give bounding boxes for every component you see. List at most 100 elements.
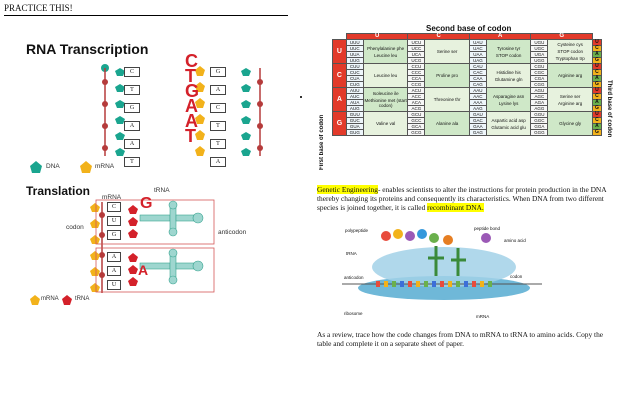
amino-acid-label: Glutamic acid glu xyxy=(491,124,526,130)
amino-acid-label: Lysine lys xyxy=(498,100,519,106)
amino-acid-label: Serine ser xyxy=(559,93,581,99)
right-dna-strand xyxy=(241,68,263,156)
first-base-cell: A xyxy=(332,87,347,112)
mrna-nucleotides xyxy=(195,66,205,156)
label-trna: tRNA xyxy=(346,251,357,256)
bottom-codon: A A U xyxy=(107,252,121,290)
amino-acid-label: Phenylalanine phe xyxy=(367,45,405,51)
codon-base: G xyxy=(107,230,121,240)
amino-acid-label: Histidine his xyxy=(496,69,521,75)
amino-acid-label: Asparagine asn xyxy=(493,93,525,99)
amino-acid-label: Glycine gly xyxy=(559,121,582,126)
amino-acid-label: Alanine ala xyxy=(436,121,459,126)
dna-base: T xyxy=(210,139,226,149)
legend-trna-label: tRNA xyxy=(75,296,90,302)
third-base-cell: G xyxy=(591,129,603,136)
label-ribosome: ribosome xyxy=(344,311,363,316)
top-trna-shape xyxy=(139,200,204,237)
dna-legend-icon xyxy=(30,161,42,173)
mrna-legend-icon xyxy=(30,295,40,305)
header-rule xyxy=(4,15,288,16)
amino-acid-cell: Serine ser xyxy=(424,39,470,64)
mrna-letter: A xyxy=(185,96,198,116)
codon-base: U xyxy=(107,280,121,290)
free-amino-acid xyxy=(481,233,491,243)
stray-dot xyxy=(300,96,302,98)
amino-acid-label: STOP codon xyxy=(495,52,522,58)
amino-acid-label: Leucine leu xyxy=(374,52,398,58)
amino-acid-cell: Arginine arg xyxy=(547,63,593,88)
codon-base: C xyxy=(107,202,121,212)
third-base-axis-label: Third base of codon xyxy=(606,80,612,138)
amino-acid-label: Tyrosine tyr xyxy=(497,45,521,51)
mrna-letters: C T G A A T xyxy=(185,51,199,145)
codon-cell: GUG xyxy=(345,129,364,136)
trna-letter-g: G xyxy=(140,195,153,212)
first-base-cell: U xyxy=(332,39,347,64)
mrna-letter: A xyxy=(185,111,198,131)
codon-label: codon xyxy=(66,224,84,231)
trna-letter-a: A xyxy=(138,262,149,278)
dna-base: A xyxy=(210,157,226,167)
mrna-letter: C xyxy=(185,51,198,71)
dna-base: A xyxy=(210,85,226,95)
transcription-title: RNA Transcription xyxy=(26,41,149,57)
mrna-letter: T xyxy=(185,66,196,86)
amino-acid-label: Proline pro xyxy=(436,73,459,78)
codon-base: U xyxy=(107,216,121,226)
amino-acid-label: Glutamine gln xyxy=(494,76,523,82)
codon-cell: GAG xyxy=(468,129,487,136)
bottom-trna-box xyxy=(95,247,215,293)
translation-legend-icons xyxy=(30,295,72,305)
label-amino-acid: amino acid xyxy=(504,238,526,243)
amino-acid-label: Threonine thr xyxy=(433,97,461,102)
legend-mrna-label-2: mRNA xyxy=(41,296,59,302)
translation-trna-label: tRNA xyxy=(154,187,170,194)
amino-acid-label: Cysteine cys xyxy=(557,42,583,47)
amino-acid-cell: Leucine leu xyxy=(362,63,409,88)
left-dna-strand xyxy=(101,64,125,156)
trna-legend-icon xyxy=(62,295,72,305)
first-base-cell: G xyxy=(332,111,347,136)
left-dna-bases: C T G A A T xyxy=(124,67,140,167)
amino-acid-label: STOP codon xyxy=(557,49,583,54)
dna-base: A xyxy=(124,121,140,131)
amino-acid-label: Arginine arg xyxy=(558,73,583,78)
amino-acid-label: Aspartic acid asp xyxy=(491,117,526,123)
amino-acid-label: Isoleucine ile xyxy=(372,91,399,96)
top-trna-box xyxy=(95,199,215,245)
recombinant-dna-term: recombinant DNA. xyxy=(427,203,484,212)
amino-acid-cell: Alanine ala xyxy=(424,111,470,136)
codon-cell: GGG xyxy=(530,129,549,136)
amino-acid-label: Serine ser xyxy=(436,49,458,54)
label-anticodon: anticodon xyxy=(344,275,364,280)
genetic-engineering-term: Genetic Engineering xyxy=(317,185,378,194)
bottom-trna-shape xyxy=(139,248,204,285)
codon-base: A xyxy=(107,252,121,262)
codon-cell: GCG xyxy=(407,129,426,136)
review-paragraph: As a review, trace how the code changes … xyxy=(317,330,604,348)
trna-molecules xyxy=(428,246,466,276)
amino-acid-cell: Threonine thr xyxy=(424,87,470,112)
dna-base: C xyxy=(210,103,226,113)
ribosome-diagram xyxy=(342,229,542,300)
amino-acid-cell: Glycine gly xyxy=(547,111,593,136)
anticodon-label: anticodon xyxy=(218,229,247,236)
label-peptide-bond: peptide bond xyxy=(474,226,501,231)
translation-diagram xyxy=(90,199,215,293)
paragraph1-body: - enables scientists to alter the instru… xyxy=(317,185,607,212)
polypeptide-chain xyxy=(381,229,491,245)
mrna-legend-icon xyxy=(80,161,92,173)
